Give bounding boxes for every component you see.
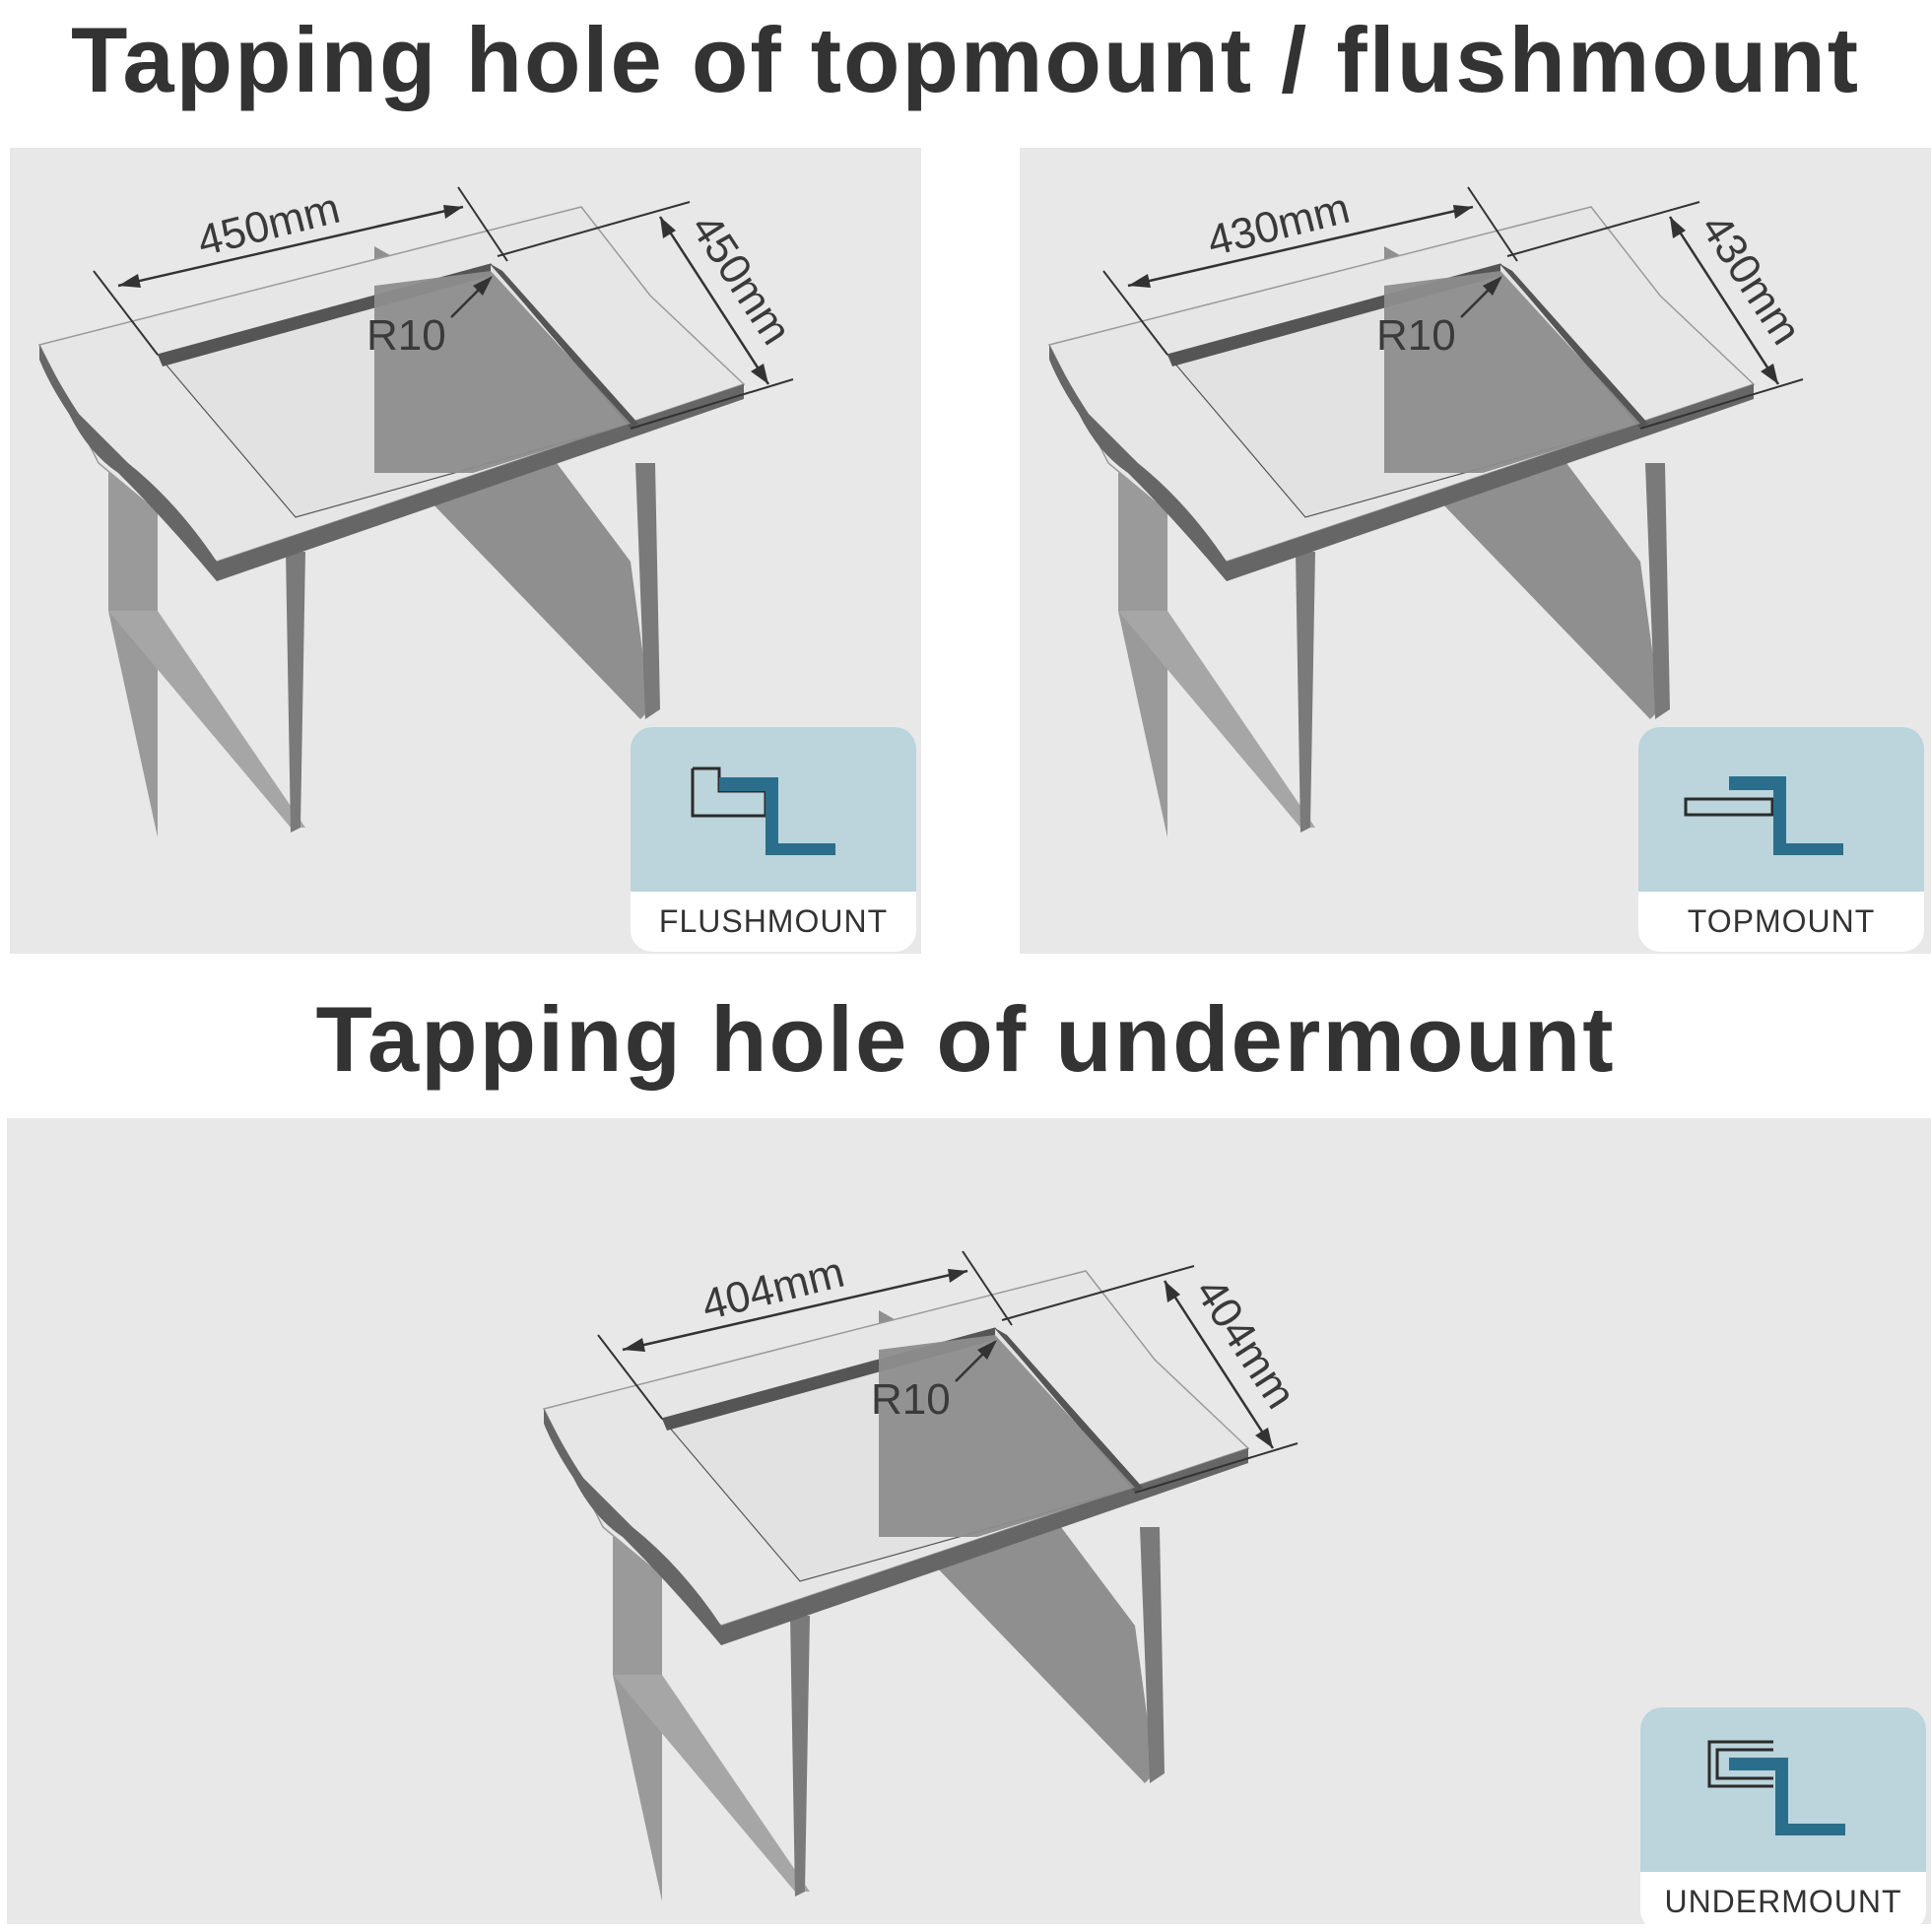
left-support-panel xyxy=(108,473,158,837)
flushmount-badge: FLUSHMOUNT xyxy=(631,727,916,952)
undermount-badge: UNDERMOUNT xyxy=(1640,1707,1926,1932)
depth-extension-top xyxy=(497,201,691,257)
topmount-diagram-panel: 430mm 430mm R10 TOPMOUNT xyxy=(1020,148,1931,954)
right-leg-edge xyxy=(1140,1527,1165,1783)
right-leg-edge xyxy=(1645,463,1670,719)
countertop-front-edge xyxy=(721,1448,1248,1645)
cutout-right-lip xyxy=(491,264,638,429)
width-extension-right xyxy=(962,1250,1013,1326)
undermount-diagram-panel: 404mm 404mm R10 UNDERMOUNT xyxy=(7,1118,1931,1932)
heading-topmount-flushmount: Tapping hole of topmount / flushmount xyxy=(70,8,1861,111)
heading-undermount: Tapping hole of undermount xyxy=(315,987,1616,1091)
arrowhead-icon xyxy=(660,217,676,238)
countertop-cutout-drawing: 430mm 430mm R10 xyxy=(1047,184,1811,837)
depth-extension-top xyxy=(1506,201,1700,257)
undermount-profile-icon xyxy=(1707,1740,1845,1835)
countertop-cutout-drawing: 450mm 450mm R10 xyxy=(37,184,801,837)
width-extension-left xyxy=(597,1334,663,1420)
arrowhead-icon xyxy=(1670,217,1686,238)
cutout-shadow xyxy=(374,271,631,473)
width-dimension-line xyxy=(622,1269,968,1352)
arrowhead-icon xyxy=(1128,274,1151,288)
cutout-shadow xyxy=(1384,271,1640,473)
radius-label: R10 xyxy=(871,1375,951,1424)
arrowhead-icon xyxy=(948,1269,967,1283)
topmount-badge: TOPMOUNT xyxy=(1638,727,1924,952)
left-leg-face xyxy=(1118,611,1315,828)
arrowhead-icon xyxy=(1255,1428,1273,1448)
radius-label: R10 xyxy=(366,311,446,360)
left-leg-edge xyxy=(286,552,305,833)
cutout-shadow xyxy=(879,1335,1135,1537)
depth-extension-top xyxy=(1001,1265,1195,1321)
arrowhead-icon xyxy=(118,274,141,288)
depth-dimension-line xyxy=(658,216,770,385)
depth-extension-bottom xyxy=(630,378,794,430)
width-dimension-line xyxy=(1127,205,1474,288)
right-leg-edge xyxy=(635,463,660,719)
arrowhead-icon xyxy=(473,276,493,296)
width-extension-left xyxy=(93,270,159,356)
countertop-edge-left xyxy=(39,345,217,581)
left-support-panel xyxy=(613,1537,662,1901)
badge-label: FLUSHMOUNT xyxy=(658,903,889,939)
width-extension-right xyxy=(457,186,508,262)
countertop-front-edge xyxy=(1227,384,1754,581)
countertop-edge-left xyxy=(1049,345,1227,581)
left-leg-edge xyxy=(790,1616,810,1897)
flushmount-diagram-panel: 450mm 450mm R10 FLUSHMOUNT xyxy=(10,148,921,954)
left-leg-edge xyxy=(1296,552,1315,833)
countertop-cutout-drawing: 404mm 404mm R10 xyxy=(542,1248,1305,1901)
width-dimension-line xyxy=(117,205,464,288)
depth-dimension-line xyxy=(1668,216,1780,385)
cutout-right-lip xyxy=(1500,264,1648,429)
arrowhead-icon xyxy=(1453,205,1473,219)
width-dimension-label: 430mm xyxy=(1203,184,1355,266)
left-support-panel xyxy=(1118,473,1167,837)
width-dimension-label: 450mm xyxy=(193,184,345,266)
arrowhead-icon xyxy=(1483,276,1502,296)
arrowhead-icon xyxy=(623,1338,645,1352)
arrowhead-icon xyxy=(443,205,463,219)
depth-extension-bottom xyxy=(1639,378,1804,430)
countertop-front-edge xyxy=(217,384,744,581)
left-leg-face xyxy=(108,611,305,828)
topmount-profile-icon xyxy=(1684,776,1843,855)
cutout-right-lip xyxy=(995,1328,1143,1493)
arrowhead-icon xyxy=(751,364,768,384)
arrowhead-icon xyxy=(977,1340,997,1360)
arrowhead-icon xyxy=(1165,1281,1180,1302)
badge-label: UNDERMOUNT xyxy=(1664,1884,1902,1919)
radius-label: R10 xyxy=(1376,311,1456,360)
flushmount-profile-icon xyxy=(691,766,835,855)
badge-label: TOPMOUNT xyxy=(1687,903,1876,939)
left-leg-face xyxy=(613,1675,810,1892)
width-dimension-label: 404mm xyxy=(698,1248,849,1330)
depth-dimension-line xyxy=(1163,1280,1275,1449)
width-extension-left xyxy=(1102,270,1168,356)
arrowhead-icon xyxy=(1761,364,1778,384)
depth-extension-bottom xyxy=(1134,1442,1298,1494)
width-extension-right xyxy=(1467,186,1518,262)
countertop-edge-left xyxy=(544,1409,721,1645)
